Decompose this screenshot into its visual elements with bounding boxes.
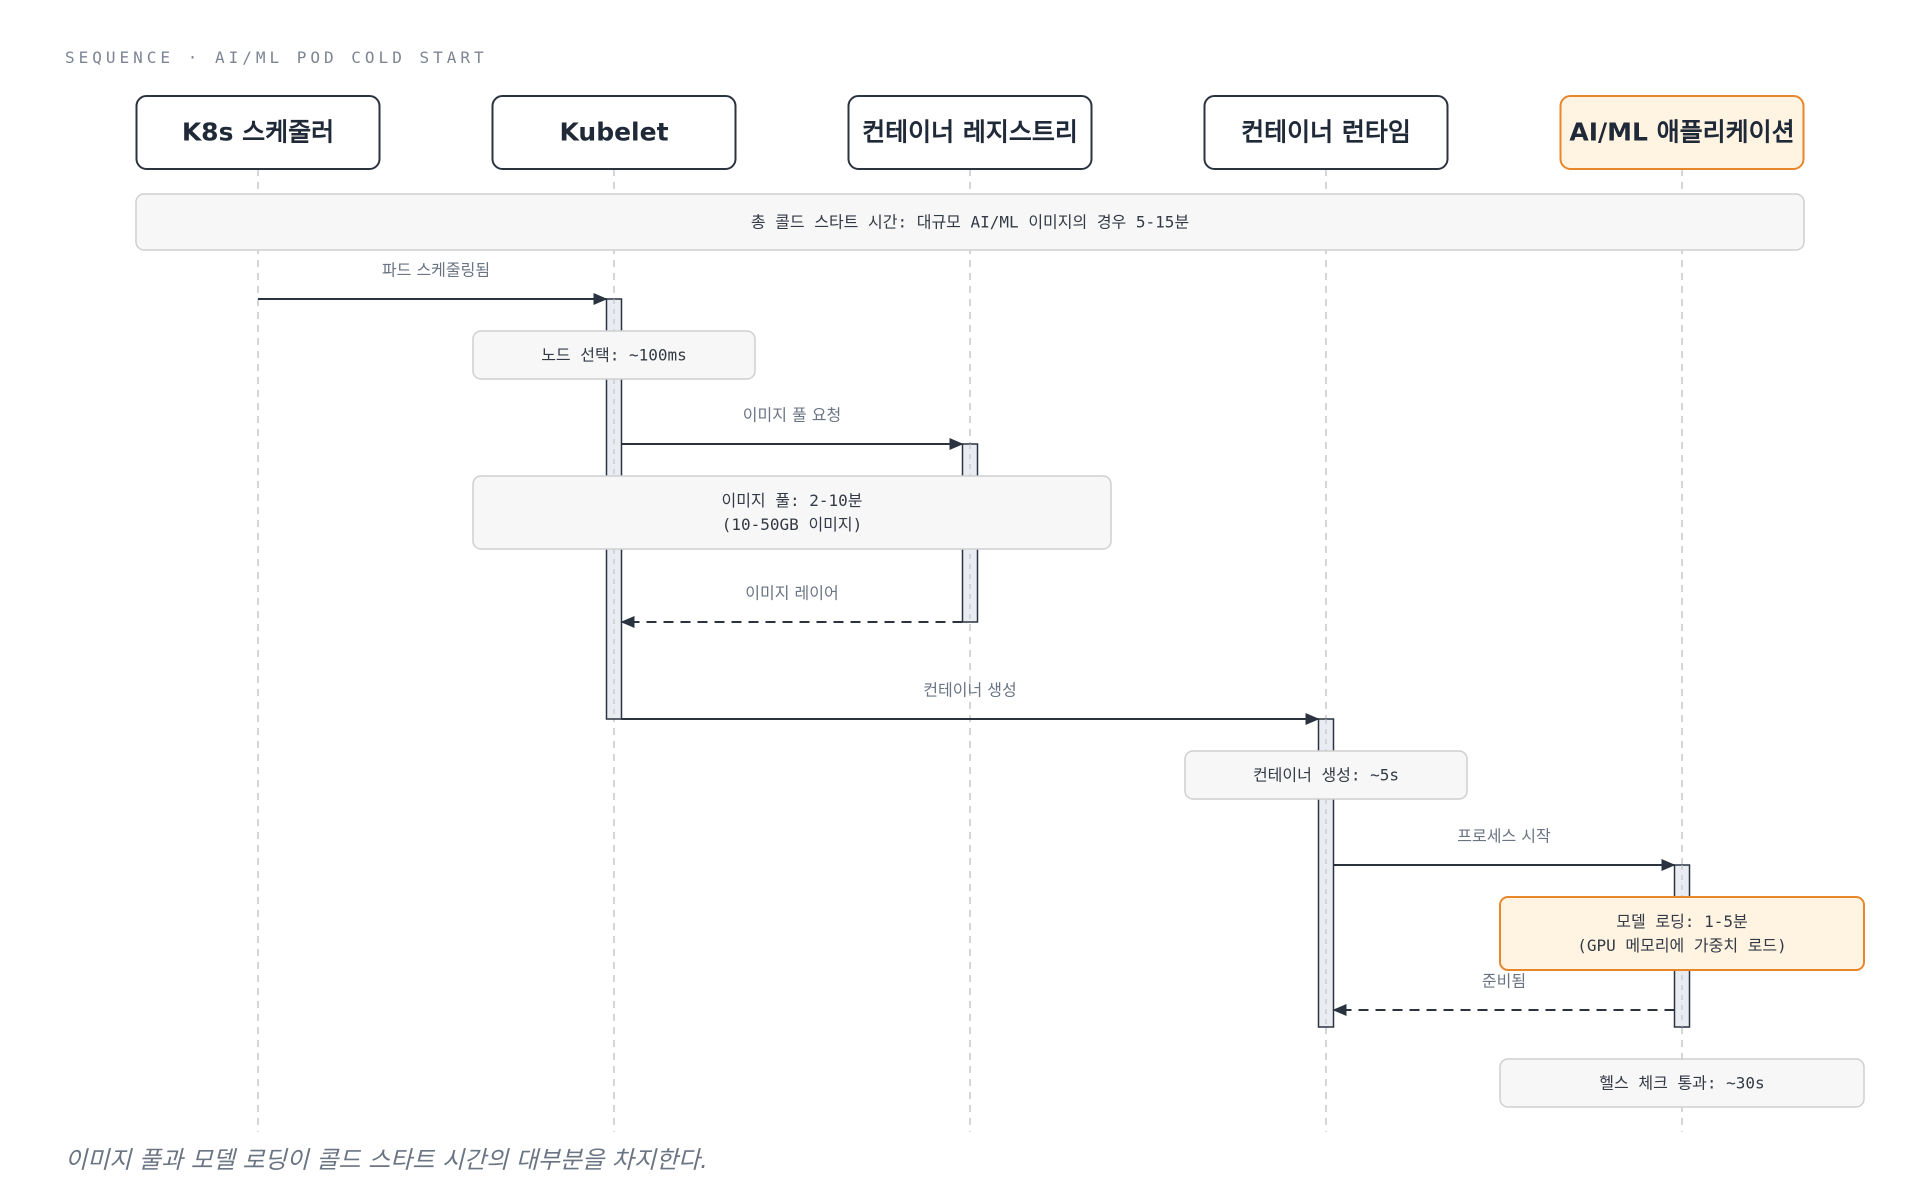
- banner-box: [135, 193, 1805, 251]
- actor-box: [847, 95, 1093, 170]
- actor-registry: 컨테이너 레지스트리: [847, 95, 1093, 170]
- actor-scheduler: K8s 스케줄러: [135, 95, 381, 170]
- actor-kubelet: Kubelet: [491, 95, 737, 170]
- note-box: [1499, 1058, 1865, 1108]
- note-text-line: 이미지 풀: 2-10분: [721, 491, 862, 510]
- actor-box: [1203, 95, 1449, 170]
- actor-box: [491, 95, 737, 170]
- note-box: [1184, 750, 1468, 800]
- message-label: 파드 스케줄링됨: [382, 261, 490, 280]
- note-box: [472, 475, 1112, 550]
- actor-app: AI/ML 애플리케이션: [1559, 95, 1805, 170]
- actor-label: 컨테이너 레지스트리: [862, 118, 1078, 147]
- note-text-line: 헬스 체크 통과: ~30s: [1599, 1074, 1764, 1093]
- total-time-banner: 총 콜드 스타트 시간: 대규모 AI/ML 이미지의 경우 5-15분: [135, 193, 1805, 251]
- note-text-line: (10-50GB 이미지): [722, 515, 863, 534]
- message-label: 이미지 레이어: [745, 584, 838, 603]
- note-text-line: 노드 선택: ~100ms: [541, 346, 687, 365]
- message-kubelet-to-registry: 이미지 풀 요청: [621, 406, 964, 450]
- note-box: [472, 330, 756, 380]
- actor-box: [1559, 95, 1805, 170]
- message-app-to-runtime: 준비됨: [1332, 972, 1675, 1016]
- note-1: 노드 선택: ~100ms: [472, 330, 756, 380]
- actor-label: K8s 스케줄러: [182, 118, 334, 147]
- diagram-type-label: SEQUENCE · AI/ML POD COLD START: [65, 48, 488, 67]
- message-runtime-to-app: 프로세스 시작: [1333, 827, 1676, 871]
- message-label: 컨테이너 생성: [923, 681, 1016, 700]
- note-box: [1499, 896, 1865, 971]
- actor-label: Kubelet: [559, 118, 668, 147]
- message-kubelet-to-runtime: 컨테이너 생성: [621, 681, 1320, 725]
- diagram-caption: 이미지 풀과 모델 로딩이 콜드 스타트 시간의 대부분을 차지한다.: [65, 1146, 708, 1174]
- actor-box: [135, 95, 381, 170]
- note-text-line: 모델 로딩: 1-5분: [1616, 912, 1747, 931]
- actor-label: AI/ML 애플리케이션: [1569, 118, 1794, 147]
- actor-runtime: 컨테이너 런타임: [1203, 95, 1449, 170]
- note-2: 이미지 풀: 2-10분 (10-50GB 이미지): [472, 475, 1112, 550]
- note-text-line: (GPU 메모리에 가중치 로드): [1577, 936, 1787, 955]
- message-scheduler-to-kubelet: 파드 스케줄링됨: [258, 261, 608, 305]
- note-text-line: 컨테이너 생성: ~5s: [1253, 766, 1399, 785]
- message-label: 이미지 풀 요청: [743, 406, 842, 425]
- actor-label: 컨테이너 런타임: [1241, 118, 1411, 147]
- note-5: 헬스 체크 통과: ~30s: [1499, 1058, 1865, 1108]
- message-label: 준비됨: [1482, 972, 1526, 991]
- message-registry-to-kubelet: 이미지 레이어: [620, 584, 963, 628]
- note-4: 모델 로딩: 1-5분 (GPU 메모리에 가중치 로드): [1499, 896, 1865, 971]
- note-3: 컨테이너 생성: ~5s: [1184, 750, 1468, 800]
- banner-text: 총 콜드 스타트 시간: 대규모 AI/ML 이미지의 경우 5-15분: [751, 213, 1189, 232]
- message-label: 프로세스 시작: [1457, 827, 1551, 846]
